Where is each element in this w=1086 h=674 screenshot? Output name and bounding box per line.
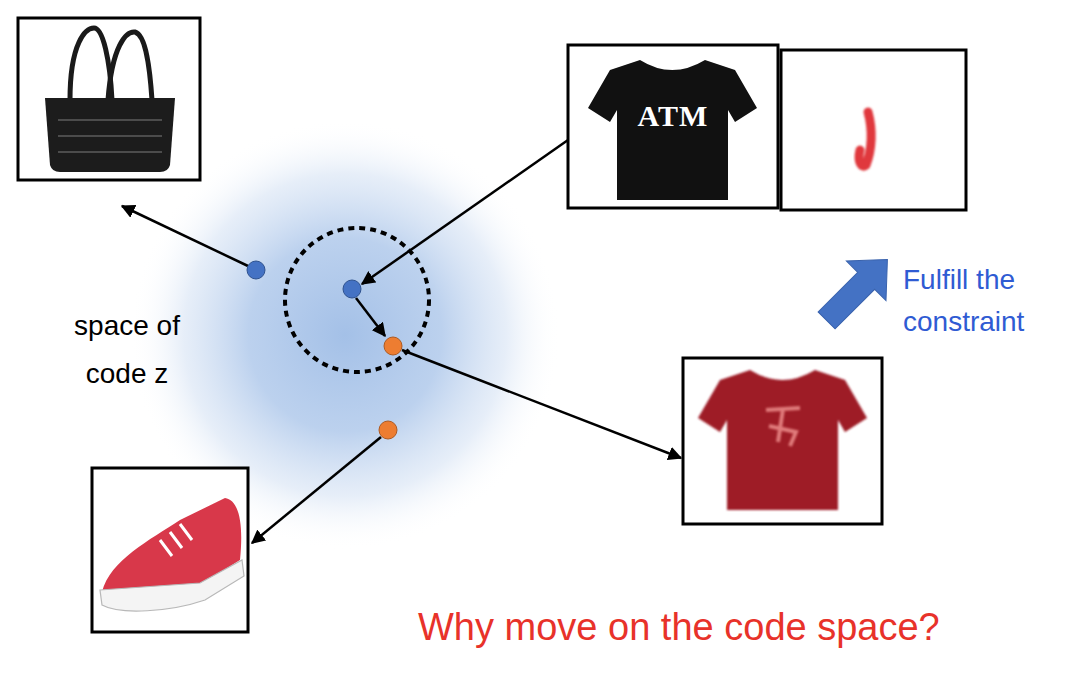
code-point xyxy=(379,421,397,439)
tshirt-shape xyxy=(698,370,867,510)
arrow-line xyxy=(252,437,381,543)
bag-zipper xyxy=(58,119,162,121)
bag-strap xyxy=(108,32,152,100)
constraint-image xyxy=(781,50,966,210)
image-frame xyxy=(781,50,966,210)
annotation-text: Fulfill the constraint xyxy=(903,259,1078,343)
brush-stroke xyxy=(859,112,871,166)
shoe-laces xyxy=(160,524,192,556)
handbag-image xyxy=(18,18,200,180)
red-tshirt-image xyxy=(683,358,882,524)
node-text-block: space of code z xyxy=(52,302,202,397)
image-frame xyxy=(568,45,778,208)
bag-zipper xyxy=(58,151,162,153)
region-label: space of code z xyxy=(52,302,202,397)
shoe-sole xyxy=(100,560,244,611)
tshirt-image xyxy=(568,45,778,208)
code-point xyxy=(343,280,361,298)
bag-zipper xyxy=(58,135,162,137)
block-arrow xyxy=(807,240,907,340)
arrow-line xyxy=(356,298,385,336)
neighbourhood-circle xyxy=(285,228,429,372)
code-points xyxy=(247,261,402,439)
code-point xyxy=(384,337,402,355)
label-holder: Fulfill the constraint xyxy=(903,259,1078,343)
bag-body xyxy=(45,98,175,172)
question-text: Why move on the code space? xyxy=(418,605,940,651)
sneaker-image xyxy=(92,468,248,632)
image-frame xyxy=(92,468,248,632)
blurred-logo xyxy=(766,408,800,446)
code-point xyxy=(247,261,265,279)
bag-strap xyxy=(70,28,112,100)
mapping-arrows xyxy=(122,140,681,543)
arrow-line xyxy=(402,350,681,458)
shirt-logo: ATM xyxy=(613,98,733,134)
arrow-line xyxy=(122,206,248,266)
arrow-line xyxy=(362,140,568,284)
label-holder: Why move on the code space? xyxy=(418,605,940,651)
label-holder: ATM xyxy=(613,98,733,134)
image-frame xyxy=(683,358,882,524)
tshirt-shape xyxy=(588,60,757,200)
image-frame xyxy=(18,18,200,180)
